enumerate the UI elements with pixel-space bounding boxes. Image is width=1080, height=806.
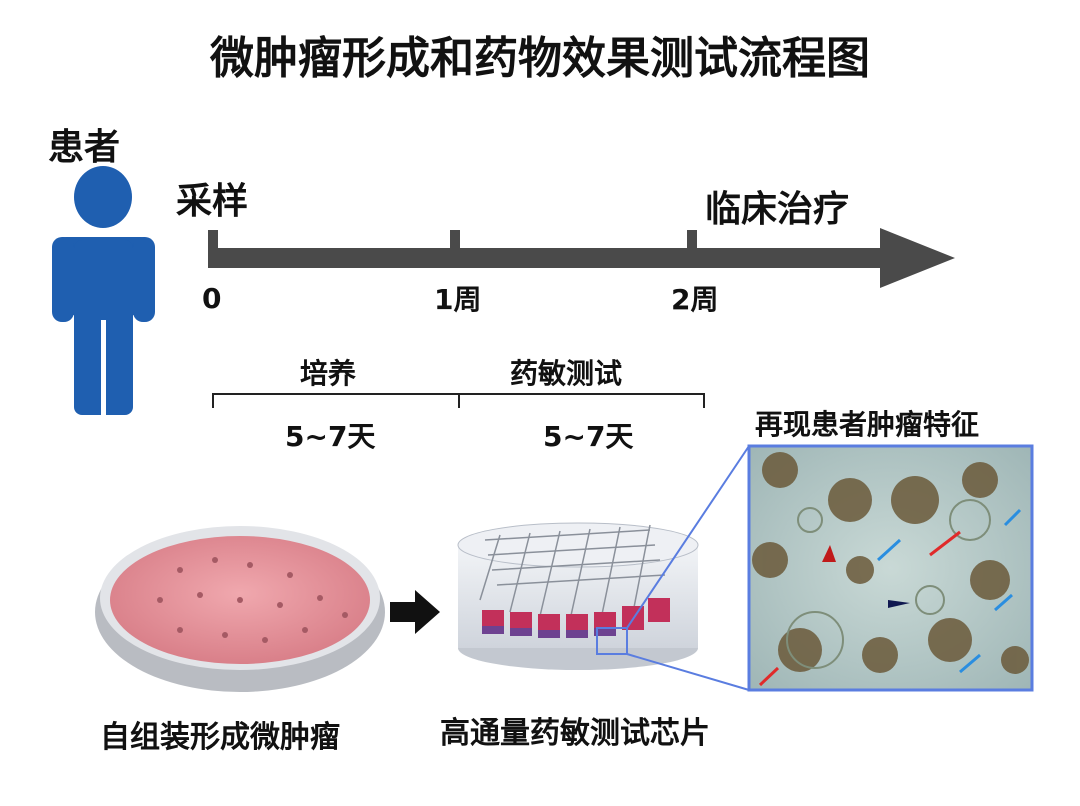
- petri-dish-image: [95, 526, 385, 692]
- process-arrow: [390, 590, 440, 634]
- page-title: 微肿瘤形成和药物效果测试流程图: [210, 33, 870, 84]
- phase-culture-label: 培养: [300, 357, 357, 390]
- timeline-arrow: [208, 228, 955, 288]
- chip-image: [457, 522, 699, 670]
- treatment-label: 临床治疗: [705, 189, 850, 230]
- tick-label-2: 2周: [671, 283, 719, 316]
- dish-caption: 自组装形成微肿瘤: [100, 720, 340, 755]
- sampling-label: 采样: [176, 181, 249, 222]
- zoom-connector: [626, 445, 750, 691]
- tick-label-0: 0: [202, 282, 222, 315]
- phase-drugtest-duration: 5~7天: [543, 420, 634, 453]
- phase-drugtest-label: 药敏测试: [510, 357, 623, 390]
- microscopy-image: [747, 444, 1034, 692]
- phase-bracket: [212, 393, 705, 408]
- chip-caption: 高通量药敏测试芯片: [440, 716, 710, 751]
- tick-label-1: 1周: [434, 283, 482, 316]
- patient-label: 患者: [48, 127, 121, 168]
- phase-culture-duration: 5~7天: [285, 420, 376, 453]
- micro-caption: 再现患者肿瘤特征: [755, 408, 980, 441]
